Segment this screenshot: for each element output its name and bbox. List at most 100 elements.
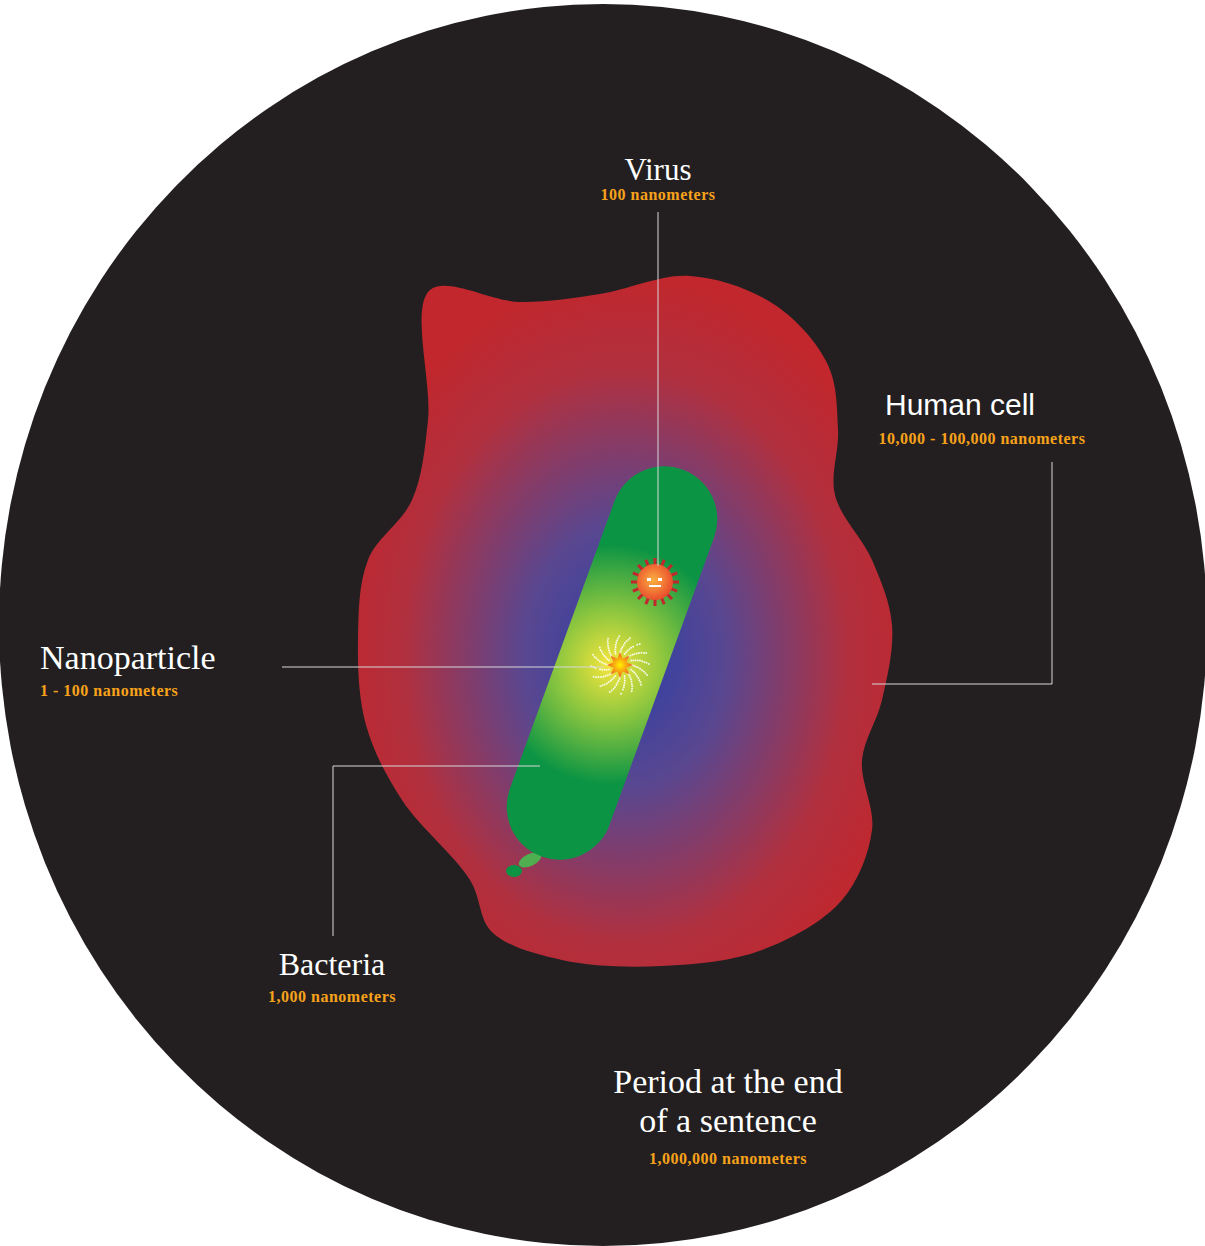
halo-dot <box>622 688 624 690</box>
halo-dot <box>635 666 637 668</box>
period-circle <box>0 4 1205 1246</box>
halo-dot <box>641 660 643 662</box>
halo-dot <box>607 638 609 640</box>
halo-dot <box>613 688 615 690</box>
halo-dot <box>630 660 632 662</box>
halo-dot <box>645 652 647 654</box>
halo-dot <box>605 663 607 665</box>
leader-line <box>282 667 604 668</box>
halo-dot <box>644 672 646 674</box>
halo-dot <box>608 669 610 671</box>
halo-dot <box>601 669 603 671</box>
halo-dot <box>640 652 642 654</box>
halo-dot <box>597 676 599 678</box>
part-name: Bacteria <box>279 946 386 983</box>
halo-dot <box>640 684 642 686</box>
part-name: Human cell <box>885 388 1035 423</box>
halo-dot <box>597 659 599 661</box>
halo-dot <box>599 685 601 687</box>
halo-dot <box>604 683 606 685</box>
halo-dot <box>631 683 633 685</box>
virus-mouth <box>649 585 661 587</box>
halo-dot <box>637 677 639 679</box>
halo-dot <box>623 644 625 646</box>
halo-dot <box>599 668 601 670</box>
halo-dot <box>639 643 641 645</box>
halo-dot <box>606 658 608 660</box>
leader-line <box>658 212 659 566</box>
halo-dot <box>632 654 634 656</box>
halo-dot <box>643 670 645 672</box>
part-name: Nanoparticle <box>40 638 216 677</box>
halo-dot <box>636 675 638 677</box>
halo-dot <box>614 686 616 688</box>
halo-dot <box>634 653 636 655</box>
halo-dot <box>610 653 612 655</box>
halo-dot <box>641 669 643 671</box>
halo-dot <box>599 647 601 649</box>
halo-dot <box>643 661 645 663</box>
halo-dot <box>631 688 633 690</box>
dimension: 1 - 100 nanometers <box>40 682 178 700</box>
halo-dot <box>609 674 611 676</box>
halo-dot <box>607 645 609 647</box>
dimension: 10,000 - 100,000 nanometers <box>879 430 1086 448</box>
halo-dot <box>624 677 626 679</box>
halo-dot <box>623 684 625 686</box>
halo-dot <box>643 652 645 654</box>
halo-dot <box>610 680 612 682</box>
halo-dot <box>633 672 635 674</box>
halo-dot <box>614 651 616 653</box>
halo-dot <box>602 684 604 686</box>
halo-dot <box>631 690 633 692</box>
nanoparticle-core <box>607 652 633 678</box>
halo-dot <box>611 689 613 691</box>
halo-dot <box>646 674 648 676</box>
leader-lines <box>282 212 1052 936</box>
halo-dot <box>614 648 616 650</box>
halo-dot <box>601 651 603 653</box>
halo-dot <box>633 665 635 667</box>
halo-dot <box>636 653 638 655</box>
halo-dot <box>602 653 604 655</box>
halo-dot <box>600 676 602 678</box>
halo-dot <box>616 640 618 642</box>
halo-dot <box>605 656 607 658</box>
virus-eye <box>658 578 662 581</box>
halo-dot <box>620 650 622 652</box>
halo-dot <box>636 644 638 646</box>
halo-dot <box>627 639 629 641</box>
halo-dot <box>639 668 641 670</box>
leader-line <box>872 462 1052 684</box>
halo-dot <box>615 642 617 644</box>
halo-dot <box>631 685 633 687</box>
part-name: Period at the end of a sentence <box>603 1062 853 1140</box>
halo-dot <box>632 670 634 672</box>
leader-line <box>333 766 540 936</box>
halo-dot <box>615 653 617 655</box>
halo-dot <box>638 679 640 681</box>
halo-dot <box>599 660 601 662</box>
halo-dot <box>631 681 633 683</box>
halo-dot <box>614 675 616 677</box>
halo-dot <box>617 680 619 682</box>
halo-dot <box>648 663 650 665</box>
halo-dot <box>601 661 603 663</box>
halo-dot <box>609 652 611 654</box>
halo-dot <box>628 674 630 676</box>
halo-dot <box>638 652 640 654</box>
halo-dot <box>639 660 641 662</box>
virus-body <box>637 564 673 600</box>
halo-dot <box>618 635 620 637</box>
halo-dot <box>634 659 636 661</box>
halo-dot <box>625 651 627 653</box>
halo-dot <box>606 682 608 684</box>
dimension: 1,000 nanometers <box>268 988 396 1006</box>
halo-dot <box>630 669 632 671</box>
dimension: 100 nanometers <box>601 186 716 204</box>
virus <box>631 558 679 606</box>
halo-dot <box>609 691 611 693</box>
halo-dot <box>646 662 648 664</box>
bacterium <box>492 451 733 874</box>
